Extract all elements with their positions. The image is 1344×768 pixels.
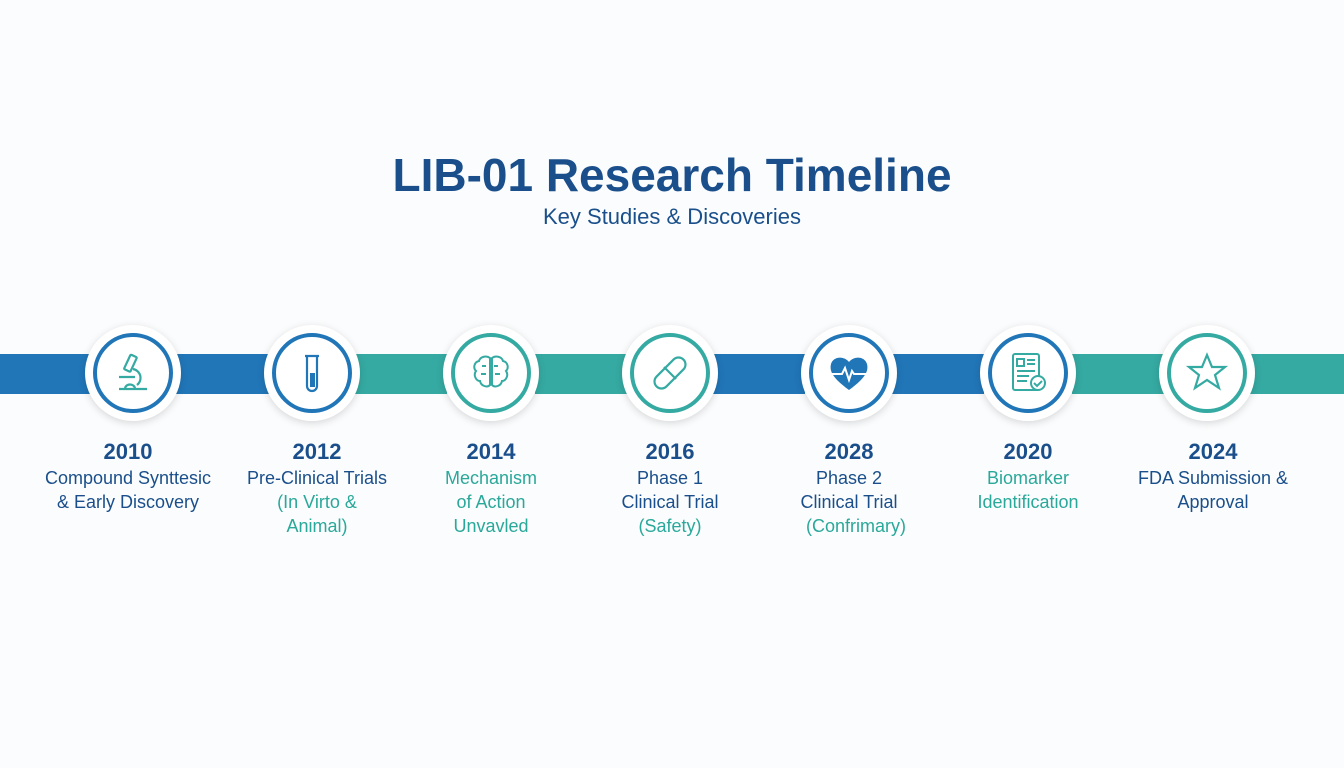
bar-segment: [1250, 354, 1344, 394]
bar-segment: [355, 354, 447, 394]
star-icon: [1185, 352, 1229, 391]
bar-segment: [892, 354, 984, 394]
milestone-text: Phase 2: [815, 468, 883, 488]
milestone-label: 2010 Compound Synttesic & Early Discover…: [33, 440, 223, 514]
milestone-label: 2028 Phase 2 Clinical Trial (Confrimary): [754, 440, 944, 538]
milestone-year: 2020: [1003, 439, 1053, 464]
milestone-text: Phase 1: [636, 468, 704, 488]
milestone-text: Compound Synttesic: [44, 468, 212, 488]
milestone-node-2024: [1159, 325, 1255, 421]
milestone-label: 2014 Mechanism of Action Unvavled: [396, 440, 586, 538]
milestone-label: 2016 Phase 1 Clinical Trial (Safety): [575, 440, 765, 538]
milestone-text: Mechanism: [444, 468, 538, 488]
bar-segment: [535, 354, 627, 394]
milestone-year: 2012: [292, 439, 342, 464]
milestone-text: FDA Submission &: [1137, 468, 1289, 488]
milestone-text: Unvavled: [453, 516, 529, 536]
milestone-label: 2024 FDA Submission & Approval: [1118, 440, 1308, 514]
milestone-text: of Action: [456, 492, 526, 512]
microscope-icon: [119, 353, 147, 391]
milestone-year: 2010: [103, 439, 153, 464]
bar-segment: [713, 354, 805, 394]
milestone-node-2028: [801, 325, 897, 421]
milestone-year: 2028: [824, 439, 874, 464]
milestone-text: Clinical Trial: [621, 492, 719, 512]
brain-icon: [473, 355, 509, 388]
milestone-text: Pre-Clinical Trials: [246, 468, 388, 488]
heart-pulse-icon: [830, 357, 868, 390]
page-subtitle: Key Studies & Discoveries: [543, 204, 801, 229]
milestone-node-2010: [85, 325, 181, 421]
milestone-text: & Early Discovery: [56, 492, 200, 512]
milestone-year: 2016: [645, 439, 695, 464]
test-tube-icon: [305, 354, 319, 393]
milestone-text: Animal): [286, 516, 348, 536]
milestone-text: Biomarker: [986, 468, 1070, 488]
milestone-text: Identification: [977, 492, 1079, 512]
milestone-node-2016: [622, 325, 718, 421]
milestone-node-2020: [980, 325, 1076, 421]
milestone-node-2012: [264, 325, 360, 421]
milestone-text: (Confrimary): [805, 516, 906, 536]
page-title: LIB-01 Research Timeline: [392, 149, 952, 201]
milestone-label: 2012 Pre-Clinical Trials (In Virto & Ani…: [222, 440, 412, 538]
milestone-year: 2024: [1188, 439, 1238, 464]
pill-icon: [653, 356, 687, 390]
report-check-icon: [1012, 353, 1046, 391]
milestone-node-2014: [443, 325, 539, 421]
milestone-text: Approval: [1177, 492, 1249, 512]
bar-segment: [1072, 354, 1164, 394]
milestone-year: 2014: [466, 439, 516, 464]
milestone-text: Clinical Trial: [800, 492, 898, 512]
milestone-text: (Safety): [638, 516, 702, 536]
milestone-label: 2020 Biomarker Identification: [933, 440, 1123, 514]
milestone-text: (In Virto &: [277, 492, 357, 512]
